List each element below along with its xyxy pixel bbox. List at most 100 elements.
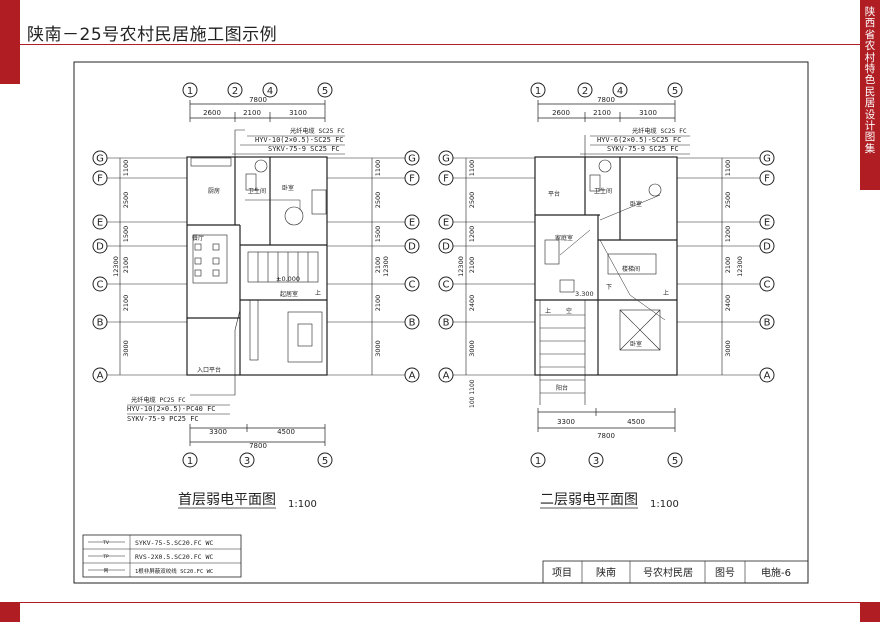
legend-symbol: TV [102, 540, 110, 546]
exterior-stair [539, 300, 586, 405]
dimension: 2100 [593, 109, 611, 117]
dimension: 2400 [724, 295, 732, 312]
room-label: 卧室 [630, 200, 642, 208]
top-axis-markers: 1 2 4 5 [182, 82, 333, 98]
legend-symbol: 网 [104, 568, 109, 574]
plan-title: 二层弱电平面图 [540, 492, 638, 508]
dimension: 2600 [552, 109, 570, 117]
dimension: 3100 [289, 109, 307, 117]
cable-entry [190, 309, 241, 396]
furniture [190, 157, 327, 363]
cable-run [559, 229, 591, 256]
dimension: 3000 [724, 340, 732, 357]
dimension: 1100 [724, 160, 732, 177]
axis-label: 4 [267, 86, 273, 97]
stair-label: 上 [663, 289, 669, 297]
title-block-project-label: 项目 [552, 567, 572, 579]
axis-label: 5 [322, 456, 328, 467]
room-label: 家庭室 [555, 234, 573, 242]
dimension: 3000 [122, 340, 130, 357]
cable-note: HYV-6(2×0.5)-SC25 FC [597, 136, 681, 144]
room-label: 楼梯间 [622, 265, 640, 273]
room-label: 阳台 [556, 384, 568, 392]
axis-label: G [96, 154, 104, 165]
drawing-frame [73, 61, 809, 584]
dimension: 3100 [639, 109, 657, 117]
axis-label: C [443, 280, 450, 291]
title-block-project-value: 陕南 [596, 566, 616, 579]
dimension: 2500 [122, 192, 130, 209]
title-block-name: 号农村民居 [643, 566, 693, 579]
cable-note: HYV-10(2×0.5)-SC25 FC [255, 136, 344, 144]
stair-label: 下 [606, 284, 612, 291]
dimension: 1200 [468, 226, 476, 243]
axis-label: F [443, 174, 449, 185]
corner-bar-bottom-left [0, 602, 20, 622]
cable-run [599, 239, 666, 321]
dimension: 2100 [374, 295, 382, 312]
cable-note: SYKV-75-9 SC25 FC [607, 145, 679, 153]
top-axis-markers: 1 2 4 5 [530, 82, 683, 98]
room-label: 卫生间 [248, 187, 266, 195]
cable-run [245, 199, 301, 210]
dimension: 2500 [374, 192, 382, 209]
legend-text: SYKV-75-5.SC20.FC WC [135, 539, 213, 547]
side-label: 陕西省农村特色民居设计图集 [860, 0, 880, 190]
axis-label: B [764, 318, 771, 329]
legend: TV TP 网 SYKV-75-5.SC20.FC WC RVS-2X0.5.S… [82, 534, 242, 578]
side-label-char: 色 [864, 74, 876, 87]
furniture [544, 159, 662, 351]
cable-note: 光纤电缆 SC25 FC [290, 127, 345, 135]
axis-label: 1 [187, 86, 193, 97]
axis-label: D [408, 242, 416, 253]
legend-symbol: TP [102, 554, 109, 560]
dimension: 1100 [468, 160, 476, 177]
axis-label: E [443, 218, 449, 229]
room-label: 入口平台 [197, 366, 221, 374]
header-rule [20, 44, 860, 45]
dimension-total: 7800 [597, 432, 615, 440]
dimension-total: 12300 [457, 256, 465, 277]
axis-label: A [409, 371, 416, 382]
bottom-axis-markers: 1 3 5 [530, 452, 683, 468]
axis-label: D [442, 242, 450, 253]
side-label-char: 计 [864, 120, 876, 133]
axis-label: 2 [582, 86, 588, 97]
side-label-char: 设 [864, 108, 876, 121]
axis-label: G [442, 154, 450, 165]
dimension-total: 12300 [382, 256, 390, 277]
cable-riser [234, 129, 245, 157]
dimension: 2400 [468, 295, 476, 312]
dimension: 1500 [374, 226, 382, 243]
dimension: 3000 [468, 340, 476, 357]
side-label-char: 农 [864, 40, 876, 53]
axis-label: F [764, 174, 770, 185]
side-label-char: 陕 [864, 6, 876, 18]
axis-label: C [409, 280, 416, 291]
dimension: 1200 [724, 226, 732, 243]
axis-label: G [763, 154, 771, 165]
cable-note: 光纤电缆 SC25 FC [632, 127, 687, 135]
corner-bar-top-left [0, 0, 20, 84]
staircase [247, 251, 319, 283]
dimension-total: 7800 [597, 96, 615, 104]
legend-text: RVS-2X0.5.SC20.FC WC [135, 553, 213, 561]
side-label-char: 西 [864, 17, 876, 30]
axis-label: D [763, 242, 771, 253]
walls [534, 156, 678, 376]
axis-label: 5 [672, 86, 678, 97]
axis-label: F [97, 174, 103, 185]
dimension: 2500 [724, 192, 732, 209]
dimension-total: 12300 [112, 256, 120, 277]
dimension-total: 12300 [736, 256, 744, 277]
axis-label: F [409, 174, 415, 185]
entry-note: HYV-10(2×0.5)-PC40 FC [127, 405, 216, 413]
axis-label: 4 [617, 86, 623, 97]
plan-title: 首层弱电平面图 [178, 492, 276, 508]
side-label-char: 图 [864, 131, 876, 144]
dimension: 3300 [209, 428, 227, 436]
plan-scale: 1:100 [650, 499, 679, 510]
